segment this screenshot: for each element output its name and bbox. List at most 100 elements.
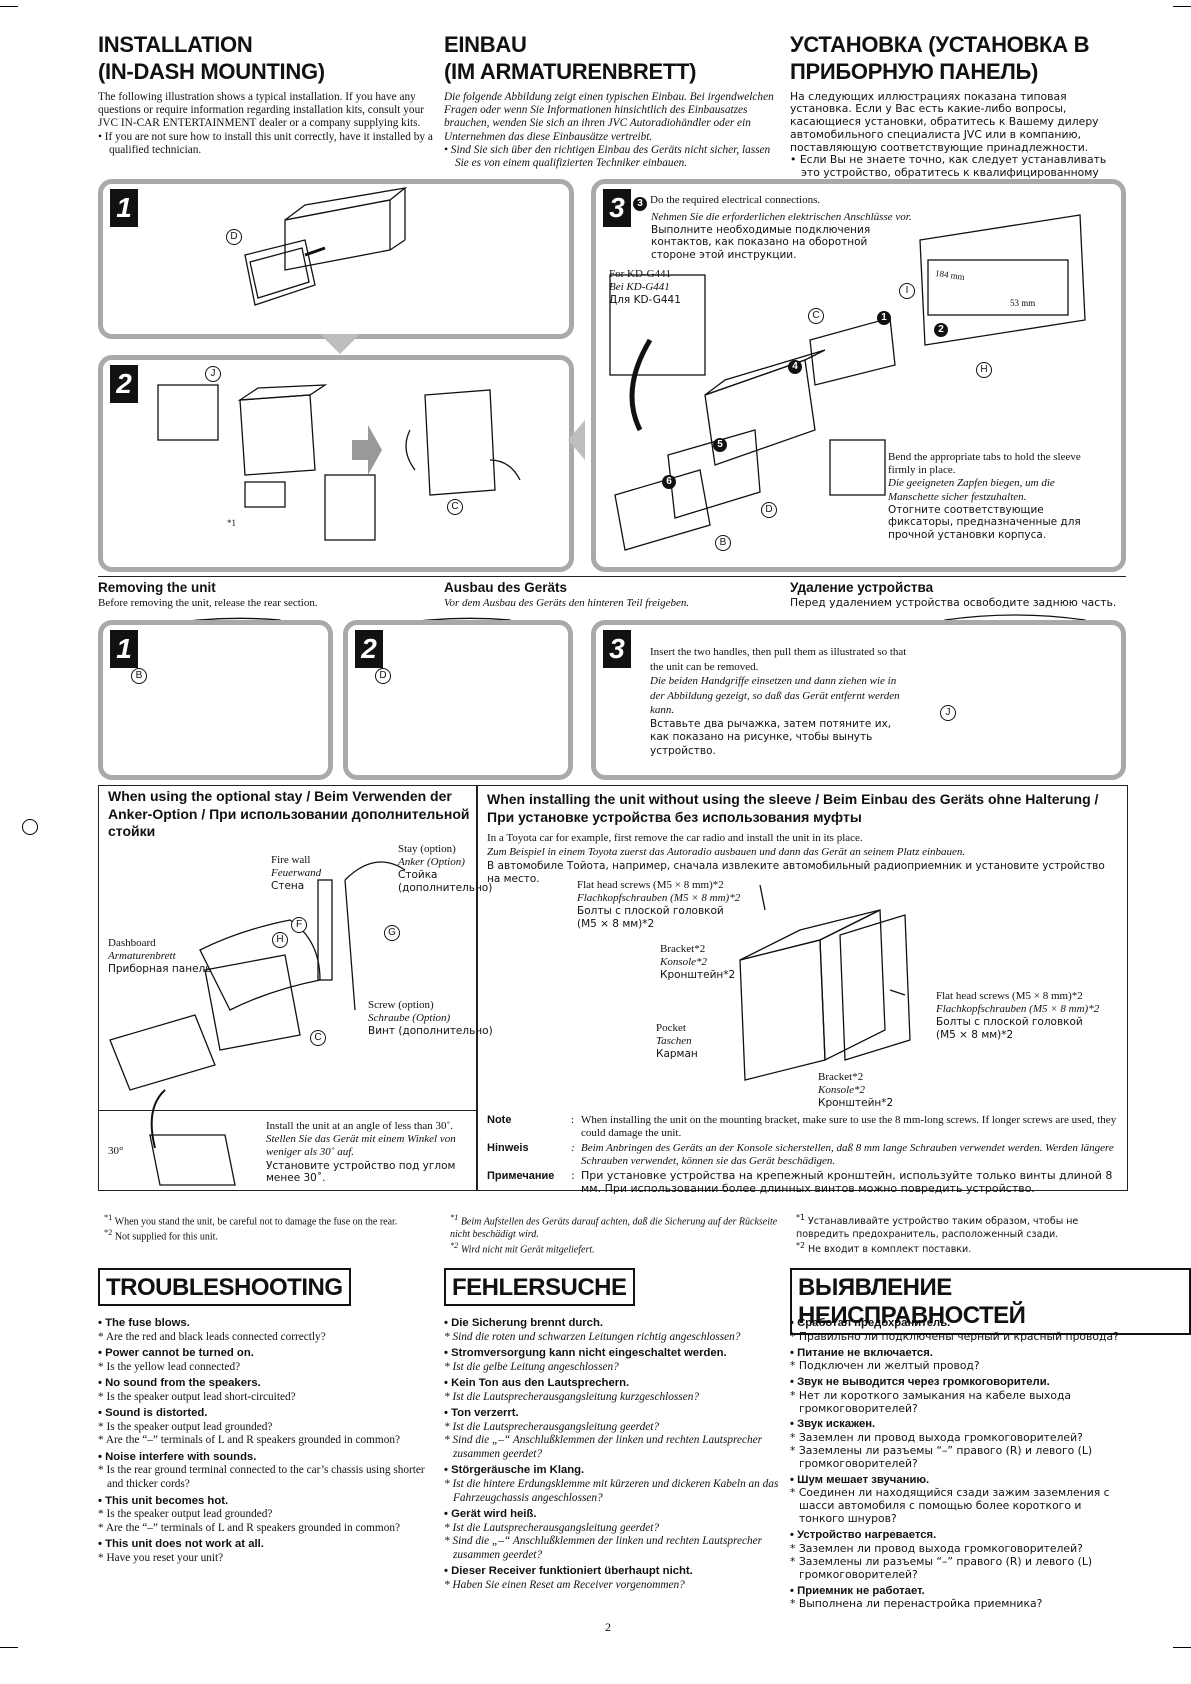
- page-title: INSTALLATION(IN-DASH MOUNTING): [98, 32, 325, 84]
- remove-step-number-2: 2: [355, 630, 383, 668]
- list-item: • Power cannot be turned on.: [98, 1347, 254, 1360]
- screw-option-label: Screw (option)Schraube (Option)Винт (доп…: [368, 999, 493, 1038]
- label-H: H: [976, 362, 992, 378]
- label-B-remove: B: [131, 668, 147, 684]
- column-de-header: EINBAU(IM ARMATURENBRETT) Die folgende A…: [444, 32, 780, 171]
- removing-heading-en: Removing the unit: [98, 580, 216, 595]
- no-sleeve-illustration: [739, 884, 911, 1081]
- label-F: F: [291, 917, 307, 933]
- register-mark-icon: [22, 819, 38, 835]
- troubleshooting-list-de: • Die Sicherung brennt durch. * Sind die…: [444, 1317, 779, 1591]
- troubleshooting-list-en: • The fuse blows. * Are the red and blac…: [98, 1314, 433, 1565]
- list-item: • Die Sicherung brennt durch.: [444, 1317, 604, 1329]
- list-item: • Шум мешает звучанию.: [790, 1473, 930, 1486]
- no-sleeve-title: When installing the unit without using t…: [487, 791, 1099, 825]
- label-C-stay: C: [310, 1030, 326, 1046]
- label-H-stay: H: [272, 932, 288, 948]
- label-J-remove: J: [940, 705, 956, 721]
- label-D: D: [226, 229, 242, 245]
- remove-insert-note: Insert the two handles, then pull them a…: [650, 646, 907, 758]
- removing-heading-de: Ausbau des Geräts: [444, 580, 568, 595]
- list-item: • Приемник не работает.: [790, 1584, 925, 1597]
- intro-text-ru: На следующих иллюстрациях показана типов…: [790, 89, 1099, 154]
- asterisk-note: *1: [227, 518, 236, 528]
- footnotes-de: *1 Beim Aufstellen des Geräts darauf ach…: [450, 1213, 778, 1256]
- stay-illustration: [109, 861, 406, 1186]
- num-6: 6: [662, 475, 676, 489]
- step-number-3: 3: [603, 189, 631, 227]
- label-C: C: [447, 499, 463, 515]
- list-item: • No sound from the speakers.: [98, 1377, 261, 1390]
- list-item: • Устройство нагревается.: [790, 1529, 937, 1542]
- page-number: 2: [605, 1620, 611, 1634]
- column-en-header: INSTALLATION(IN-DASH MOUNTING) The follo…: [98, 32, 433, 157]
- troubleshooting-title-en: TROUBLESHOOTING: [98, 1268, 351, 1307]
- stay-option-label: Stay (option)Anker (Option)Стойка(дополн…: [398, 843, 493, 894]
- removing-sub-de: Vor dem Ausbau des Geräts den hinteren T…: [444, 597, 690, 609]
- list-item: • This unit becomes hot.: [98, 1494, 229, 1507]
- intro-text-de: Die folgende Abbildung zeigt einen typis…: [444, 90, 774, 143]
- removing-sub-ru: Перед удалением устройства освободите за…: [790, 596, 1117, 609]
- troubleshooting-title-de: FEHLERSUCHE: [444, 1268, 635, 1307]
- footnotes-en: *1 When you stand the unit, be careful n…: [104, 1213, 398, 1243]
- list-item: • Питание не включается.: [790, 1346, 933, 1359]
- intro-bullet-de: • Sind Sie sich über den richtigen Einba…: [444, 143, 771, 170]
- label-D-remove: D: [375, 668, 391, 684]
- label-C2: C: [808, 308, 824, 324]
- num-1: 1: [877, 311, 891, 325]
- num-4: 4: [788, 360, 802, 374]
- removing-sub-en: Before removing the unit, release the re…: [98, 597, 318, 609]
- note-de: Hinweis:Beim Anbringen des Geräts an der…: [487, 1141, 1114, 1167]
- list-item: • Gerät wird heiß.: [444, 1508, 537, 1521]
- page-title-de: EINBAU(IM ARMATURENBRETT): [444, 32, 697, 84]
- dimension-53: 53 mm: [1010, 298, 1036, 308]
- remove-step-number-1: 1: [110, 630, 138, 668]
- list-item: • Störgeräusche im Klang.: [444, 1464, 585, 1477]
- no-sleeve-box: [476, 785, 1128, 1191]
- step-number-1: 1: [110, 189, 138, 227]
- removing-heading-ru: Удаление устройства: [790, 580, 934, 595]
- list-item: • Сработал предохранитель.: [790, 1317, 951, 1329]
- list-item: • Dieser Receiver funktioniert überhaupt…: [444, 1565, 693, 1578]
- notes-block: Note:When installing the unit on the mou…: [487, 1114, 1117, 1198]
- intro-text: The following illustration shows a typic…: [98, 90, 424, 130]
- footnotes-ru: *1 Устанавливайте устройство таким образ…: [796, 1213, 1079, 1255]
- angle-value: 30°: [108, 1145, 124, 1157]
- list-item: • Ton verzerrt.: [444, 1407, 519, 1420]
- num-2: 2: [934, 323, 948, 337]
- list-item: • Звук искажен.: [790, 1418, 876, 1431]
- remove-step-number-3: 3: [603, 630, 631, 668]
- note-ru: Примечание:При установке устройства на к…: [487, 1168, 1113, 1195]
- angle-divider: [98, 1110, 476, 1111]
- label-J: J: [205, 366, 221, 382]
- optional-stay-title: When using the optional stay / Beim Verw…: [108, 788, 470, 839]
- optional-stay-box: [98, 785, 478, 1191]
- list-item: • Звук не выводится через громкоговорите…: [790, 1376, 1050, 1388]
- crop-mark: [0, 6, 18, 7]
- no-sleeve-intro: In a Toyota car for example, first remov…: [487, 832, 1105, 885]
- label-B: B: [715, 535, 731, 551]
- tabs-note: Bend the appropriate tabs to hold the sl…: [888, 451, 1081, 541]
- intro-bullet: • If you are not sure how to install thi…: [98, 130, 433, 156]
- divider: [98, 576, 1126, 577]
- troubleshooting-list-ru: • Сработал предохранитель. * Правильно л…: [790, 1314, 1126, 1611]
- crop-mark: [0, 1647, 18, 1648]
- install-step-2-panel: [98, 355, 574, 572]
- list-item: • The fuse blows.: [98, 1317, 190, 1329]
- list-item: • Kein Ton aus den Lautsprechern.: [444, 1377, 630, 1390]
- label-D2: D: [761, 502, 777, 518]
- label-I: I: [899, 283, 915, 299]
- list-item: • Noise interfere with sounds.: [98, 1450, 257, 1463]
- list-item: • Sound is distorted.: [98, 1407, 208, 1420]
- crop-mark: [1173, 6, 1191, 7]
